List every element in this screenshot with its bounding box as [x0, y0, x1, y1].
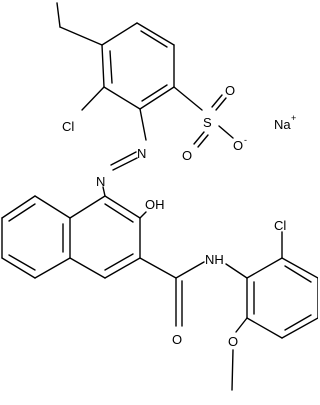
azo-nitrogen-2-label: N	[96, 174, 105, 189]
methoxy-group	[231, 317, 248, 391]
benzenesulfonate-ring	[101, 22, 175, 110]
sulfonate-group	[173, 86, 234, 148]
ethyl-group	[56, 2, 103, 46]
hydroxyl-bond	[139, 211, 147, 219]
oxygen-sulfonyl-top-label: O	[225, 83, 235, 98]
cl-upper-bond	[81, 86, 105, 111]
sulfur-label: S	[203, 115, 212, 130]
amide-group	[139, 257, 205, 327]
oxygen-sulfonyl-bottom-label: O	[182, 148, 192, 163]
chlorine-upper-label: Cl	[62, 119, 74, 134]
chlorine-lower-label: Cl	[274, 218, 286, 233]
naphthalene-left-ring	[1, 195, 71, 279]
sodium-charge-label: +	[291, 113, 296, 123]
naphthalene-right-ring	[69, 195, 141, 279]
methoxy-oxygen-label: O	[228, 334, 238, 349]
anion-charge-label: -	[244, 135, 247, 145]
azo-nitrogen-1-label: N	[137, 146, 146, 161]
hydroxyl-label: OH	[145, 197, 165, 212]
azo-linkage	[102, 108, 147, 197]
oxygen-anion-label: O	[233, 138, 243, 153]
sodium-label: Na	[274, 117, 291, 132]
amide-nh-label: NH	[205, 252, 224, 267]
chloromethoxyphenyl-ring	[225, 257, 318, 339]
amide-oxygen-label: O	[172, 332, 182, 347]
